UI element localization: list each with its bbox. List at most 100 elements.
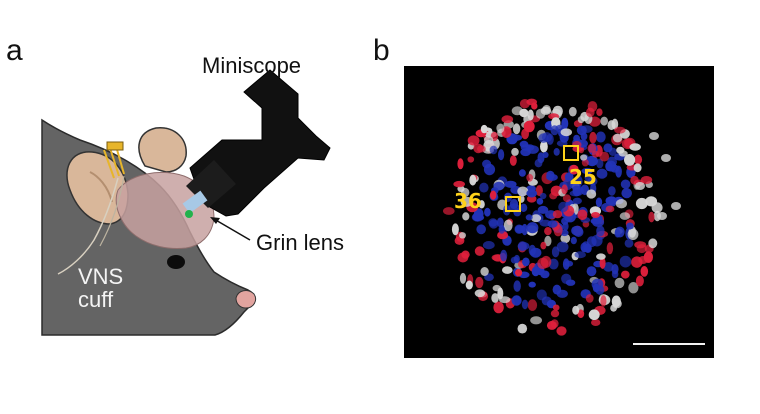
cell-marker [571,237,577,245]
cell-marker [596,132,606,143]
cell-marker [634,155,642,165]
scale-bar [633,343,705,345]
cell-marker [596,226,604,237]
cell-marker [511,148,519,156]
cell-marker [591,319,600,326]
cell-marker [483,241,495,249]
cell-marker [615,278,625,288]
mouse-back-ear [139,128,186,172]
cell-marker [575,251,586,258]
cell-marker [621,180,631,189]
cell-marker [528,299,537,311]
cell-marker [606,206,615,213]
cell-marker [608,186,616,196]
cell-marker [648,238,657,248]
roi-label-25: 25 [569,165,597,189]
cell-marker [589,309,600,320]
cell-marker [552,246,559,257]
cell-marker [586,189,596,198]
cell-marker [657,212,667,220]
cell-marker [565,261,574,267]
cell-marker [620,256,632,268]
cell-marker [522,300,528,310]
cell-marker [517,187,528,197]
cell-marker [591,212,600,218]
cell-marker [561,184,567,194]
cell-marker [538,133,548,143]
cell-marker [469,175,476,186]
cell-marker [520,148,531,156]
vns-label-line1: VNS [78,265,123,288]
cell-marker [475,246,485,256]
cell-marker [484,136,493,144]
cell-marker [649,132,659,140]
cell-marker [527,222,539,233]
cell-marker [466,281,473,290]
cell-marker [524,121,535,133]
cell-marker [578,116,585,123]
cell-marker [600,152,610,162]
cell-marker [519,169,526,176]
cell-marker [443,207,455,215]
cell-marker [571,226,583,236]
cell-marker [453,181,465,187]
roi-label-36: 36 [454,189,482,213]
cell-marker [556,326,566,335]
cell-marker [648,212,654,223]
cell-marker [513,123,520,134]
cell-marker [546,171,554,180]
cell-marker [572,141,581,148]
cell-marker [490,146,498,155]
cell-marker [591,218,602,225]
cell-marker [520,141,529,148]
cell-marker [615,166,622,178]
grin-lens-pointer [214,219,250,240]
cell-marker [635,182,645,190]
cell-marker [537,258,548,269]
cell-marker [561,128,572,136]
cell-marker [512,295,522,305]
cell-marker [529,282,536,288]
cell-marker [624,154,635,166]
cell-marker [490,191,496,200]
cell-marker [606,196,618,205]
cell-marker [496,124,504,134]
cell-marker [488,218,497,226]
cell-marker [611,264,618,274]
cell-marker [548,220,558,227]
cell-marker [577,126,587,136]
cell-marker [457,158,463,169]
cell-marker [515,225,526,233]
cell-marker [460,273,466,284]
cell-marker [540,242,546,250]
cell-marker [543,152,549,158]
cell-marker [538,206,549,214]
cell-marker [493,182,504,191]
cell-marker [636,276,644,287]
cell-marker [491,293,499,303]
cell-marker [472,212,482,221]
cell-marker [511,135,522,141]
cell-marker [475,289,485,297]
cell-marker [634,241,646,248]
cell-marker [606,161,616,172]
cell-marker [597,169,608,179]
cell-markers [443,99,681,336]
cell-marker [520,204,527,212]
cell-marker [586,108,595,118]
cell-marker [459,232,466,238]
cell-marker [553,210,562,218]
cell-marker [596,253,606,259]
cell-marker [573,198,582,205]
cell-marker [625,239,634,248]
cell-marker [641,266,649,277]
cell-marker [512,106,523,115]
cell-marker [452,223,459,235]
cell-marker [612,296,621,308]
cell-marker [510,199,518,209]
cell-marker [515,269,522,277]
cell-marker [493,302,503,314]
cell-marker [462,212,469,220]
cell-marker [554,148,560,156]
cell-marker [608,120,616,130]
